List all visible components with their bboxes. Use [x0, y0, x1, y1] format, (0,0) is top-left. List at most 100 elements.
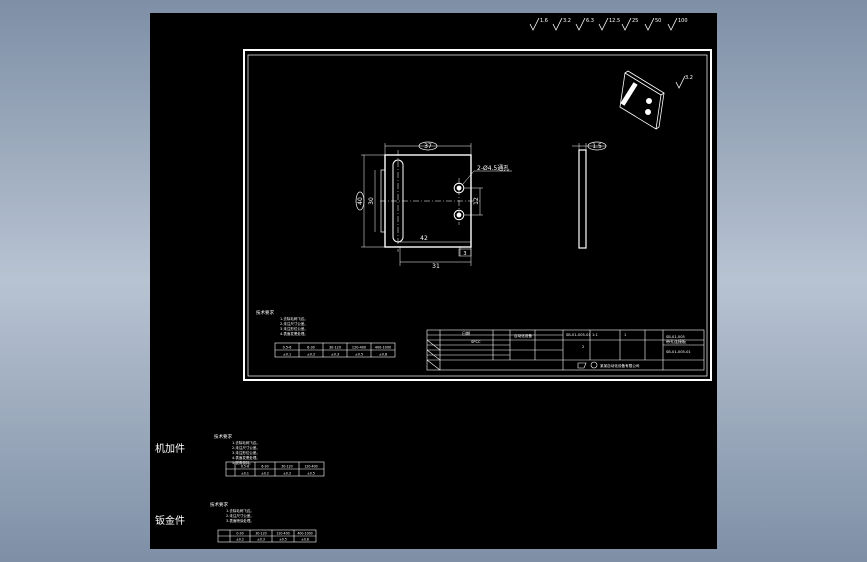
dim-corner: 3: [463, 251, 466, 257]
tolerance-cell: 30-120: [255, 532, 266, 536]
front-view: 37 40 30 42 31 12 3 2-Ø4.5通孔: [355, 141, 512, 270]
project-value: 自动化设备: [514, 333, 532, 338]
tolerance-cell: 400-1000: [375, 346, 391, 350]
roughness-symbol: 1.6: [529, 17, 548, 31]
hole-note: 2-Ø4.5通孔: [477, 164, 509, 172]
machined-block: 机加件 技术要求 1.去除毛刺飞边。 2.未注尺寸公差。 3.未注形位公差。 4…: [155, 433, 325, 477]
side-profile: [578, 149, 587, 249]
tolerance-cell: 6-30: [307, 346, 315, 350]
title-block: 日期 SPCC 自动化设备 SB-01-005-01 1:1 1 2 SB-01…: [426, 329, 705, 371]
roughness-symbol: 6.3: [575, 17, 594, 31]
roughness-value: 12.5: [609, 18, 620, 24]
tolerance-cell: ±0.3: [331, 353, 339, 357]
notes-line: 1.去除毛刺飞边。: [280, 316, 308, 321]
frame-notes: 技术要求 1.去除毛刺飞边。 2.未注尺寸公差。 3.未注形位公差。 4.表面发…: [256, 309, 396, 358]
tolerance-cell: ±0.3: [283, 472, 291, 476]
tolerance-cell: 120-400: [352, 346, 366, 350]
roughness-symbol: 25: [621, 17, 638, 31]
machined-heading: 技术要求: [214, 433, 232, 440]
tolerance-cell: ±0.2: [236, 538, 244, 542]
roughness-symbol: 50: [644, 17, 661, 31]
dim-height-outer: 40: [357, 197, 364, 205]
part-title: 带孔连接板: [666, 338, 686, 344]
dim-hole-spacing: 12: [473, 197, 480, 205]
tolerance-cell: ±0.5: [355, 353, 363, 357]
dim-bubble: [418, 141, 438, 151]
tolerance-cell: ±0.8: [379, 353, 387, 357]
notes-line: 2.未注尺寸公差。: [232, 445, 260, 450]
machined-tolerance-table: [225, 461, 325, 477]
notes-line: 3.未注形位公差。: [280, 326, 308, 331]
dim-height-inner: 30: [368, 197, 375, 205]
tolerance-cell: ±0.5: [307, 472, 315, 476]
notes-line: 2.未注尺寸公差。: [280, 321, 308, 326]
tolerance-cell: 0-30: [236, 532, 243, 536]
sheetmetal-block: 钣金件 技术要求 1.去除毛刺飞边。 2.未注尺寸公差。 3.表面喷涂处理。 0…: [155, 501, 317, 543]
tolerance-cell: 30-120: [329, 346, 341, 350]
dim-thickness: 1.5: [592, 143, 602, 150]
tolerance-cell: 0.5-6: [241, 465, 249, 469]
tolerance-cell: ±0.1: [241, 472, 249, 476]
roughness-value: 50: [655, 18, 661, 24]
dim-bubble: [587, 141, 607, 151]
roughness-value: 1.6: [540, 18, 548, 24]
roughness-symbol: 100: [667, 17, 688, 31]
roughness-value: 100: [678, 18, 688, 24]
plate-edge: [380, 169, 386, 233]
sheetmetal-tolerance-table: [217, 529, 317, 543]
tolerance-cell: ±0.3: [257, 538, 265, 542]
tolerance-cell: 400-1000: [297, 532, 312, 536]
machined-label: 机加件: [155, 442, 185, 455]
notes-line: 1.去除毛刺飞边。: [226, 508, 254, 513]
drawing-number-alt: SB-01-005-01: [666, 350, 691, 354]
drawing-number: SB-01-005-01: [566, 333, 591, 337]
part-roughness: 3.2: [675, 75, 693, 89]
tolerance-cell: ±0.2: [307, 353, 315, 357]
roughness-symbol: 12.5: [598, 17, 620, 31]
tolerance-cell: 30-120: [281, 465, 292, 469]
notes-line: 5.锐角倒钝。: [232, 460, 253, 465]
drawing-frame-inner: [247, 54, 708, 377]
side-view: 1.5: [572, 141, 607, 249]
roughness-value: 3.2: [563, 18, 571, 24]
dim-bubble: [355, 191, 365, 211]
roughness-symbol: 3.2: [552, 17, 571, 31]
isometric-view: [619, 70, 665, 130]
notes-line: 3.未注形位公差。: [232, 450, 260, 455]
material-value: SPCC: [471, 340, 481, 344]
company-name: 某某自动化设备有限公司: [600, 363, 640, 368]
notes-line: 3.表面喷涂处理。: [226, 518, 254, 523]
tolerance-cell: 120-400: [276, 532, 289, 536]
tolerance-cell: 6-30: [261, 465, 268, 469]
drawing-frame-outer: [243, 49, 712, 381]
roughness-value: 25: [632, 18, 638, 24]
date-label: 日期: [462, 330, 470, 336]
tolerance-cell: ±0.8: [301, 538, 309, 542]
sheet-value: 1: [624, 333, 626, 337]
tolerance-cell: ±0.2: [261, 472, 269, 476]
sheetmetal-label: 钣金件: [155, 514, 185, 527]
scale-value: 1:1: [592, 333, 598, 337]
roughness-header: 1.6 3.2 6.3 12.5 25 50 100: [529, 17, 688, 31]
tolerance-cell: 0.5-6: [283, 346, 292, 350]
notes-line: 4.表面发黑处理。: [280, 331, 308, 336]
sheetmetal-heading: 技术要求: [210, 501, 228, 508]
notes-line: 1.去除毛刺飞边。: [232, 440, 260, 445]
tolerance-cell: 120-400: [304, 465, 317, 469]
quantity-value: 2: [582, 345, 584, 349]
notes-line: 4.表面发黑处理。: [232, 455, 260, 460]
dim-bottom: 31: [432, 263, 440, 270]
part-roughness-value: 3.2: [685, 75, 693, 81]
notes-line: 2.未注尺寸公差。: [226, 513, 254, 518]
notes-heading: 技术要求: [256, 309, 274, 316]
dim-slot: 42: [420, 235, 428, 242]
part-number: SB-01-005: [666, 335, 685, 339]
roughness-value: 6.3: [586, 18, 594, 24]
hole-upper-center: [456, 185, 462, 191]
dim-width-top: 37: [424, 143, 432, 150]
tolerance-cell: ±0.5: [279, 538, 287, 542]
frame-tolerance-table: [274, 342, 396, 358]
tolerance-cell: ±0.1: [283, 353, 291, 357]
